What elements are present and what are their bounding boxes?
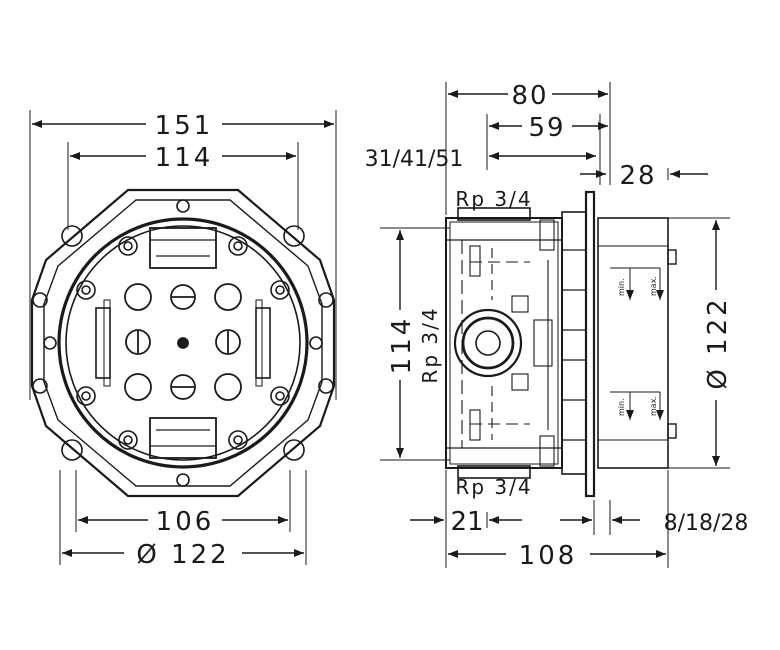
max-label-bottom: max. [649, 396, 658, 416]
lug-left-bottom [32, 378, 48, 394]
dim-59-label: 59 [528, 113, 565, 143]
dim-8-18-28-label: 8/18/28 [664, 511, 749, 536]
lug-bottom-left [61, 439, 83, 461]
housing-inner-octagon [43, 199, 323, 487]
socket-bottom [457, 465, 531, 479]
mounting-lugs [32, 225, 334, 461]
dim-114-side-label: 114 [387, 316, 417, 375]
lug-left-top [32, 292, 48, 308]
side-outlet-middle [461, 316, 515, 370]
dim-122-side-label: Ø 122 [703, 296, 733, 389]
side-view [380, 82, 730, 568]
thread-side-label: Rp 3/4 [418, 306, 442, 383]
lug-right-top [318, 292, 334, 308]
side-outlet-inner [475, 330, 501, 356]
dim-108-label: 108 [519, 541, 578, 571]
lug-top-right [283, 225, 305, 247]
housing-outer-octagon [30, 188, 336, 498]
dim-114-label: 114 [155, 143, 214, 173]
dim-106-label: 106 [156, 507, 215, 537]
lug-right-bottom [318, 378, 334, 394]
clamp-left [95, 307, 111, 379]
clamp-bottom [149, 417, 217, 459]
thread-top-label: Rp 3/4 [455, 187, 532, 211]
lug-top-left [61, 225, 83, 247]
clamp-right [255, 307, 271, 379]
dim-151-label: 151 [155, 111, 214, 141]
front-view [29, 110, 337, 565]
min-label-bottom: min. [617, 398, 626, 416]
max-label-top: max. [649, 276, 658, 296]
dim-31-41-51-label: 31/41/51 [365, 147, 464, 172]
thread-bottom-label: Rp 3/4 [455, 475, 532, 499]
clamp-top [149, 227, 217, 269]
plaster-guard [597, 217, 669, 469]
dim-80-label: 80 [511, 81, 548, 111]
dim-front-diameter-label: Ø 122 [136, 540, 229, 570]
lug-bottom-right [283, 439, 305, 461]
housing-inner-details [461, 219, 555, 467]
socket-top [457, 207, 531, 221]
side-outlet-outer [453, 308, 523, 378]
seal-ring-outer [57, 217, 309, 469]
port-plugs [124, 283, 242, 401]
mounting-flange [561, 211, 587, 475]
plaster-plate [584, 190, 596, 498]
seal-ring-inner [65, 225, 301, 461]
dim-28-label: 28 [619, 161, 656, 191]
ring-screws [43, 199, 323, 487]
min-label-top: min. [617, 278, 626, 296]
dim-21-label: 21 [450, 507, 483, 537]
